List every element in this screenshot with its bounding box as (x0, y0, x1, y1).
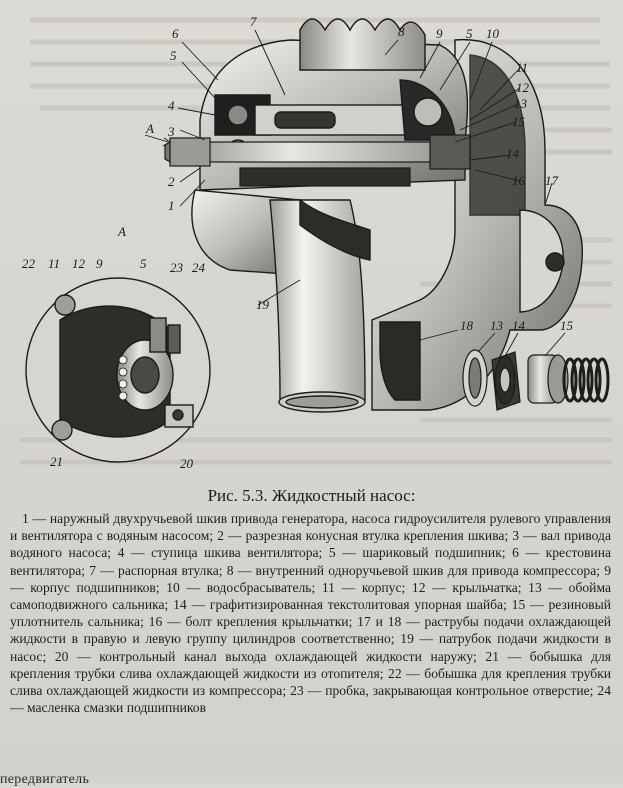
callout-6: 6 (172, 26, 179, 41)
pulley-assembly (199, 18, 469, 191)
detail-callout-22: 22 (22, 256, 36, 271)
callout-4: 4 (168, 98, 175, 113)
callout-16: 16 (512, 173, 526, 188)
inlet-pipe (191, 189, 371, 413)
figure-legend: 1 — наружный двухручьевой шкив привода г… (10, 510, 611, 716)
callout-5b: 5 (466, 26, 473, 41)
leader-lines (144, 29, 566, 357)
detail-view-a (25, 277, 211, 463)
callout-13b: 13 (490, 318, 504, 333)
detail-callout-12: 12 (72, 256, 86, 271)
detail-callout-11: 11 (48, 256, 60, 271)
view-a-label: A (117, 224, 126, 239)
callout-13: 13 (514, 96, 528, 111)
cutoff-line: передвигатель (0, 772, 90, 787)
callout-2: 2 (168, 174, 175, 189)
detail-callout-20: 20 (180, 456, 194, 470)
callout-15b: 15 (560, 318, 574, 333)
pump-illustration: 6 5 7 8 9 5 10 11 12 13 15 4 A 3 14 16 1… (20, 14, 612, 470)
callout-9: 9 (436, 26, 443, 41)
callout-12: 12 (516, 80, 530, 95)
detail-callout-23: 23 (170, 260, 184, 275)
detail-callout-9: 9 (96, 256, 103, 271)
detail-callout-24: 24 (192, 260, 206, 275)
callout-18: 18 (460, 318, 474, 333)
callout-17: 17 (545, 173, 559, 188)
callout-14b: 14 (512, 318, 526, 333)
callout-3: 3 (167, 124, 175, 139)
callout-8: 8 (398, 24, 405, 39)
callout-11: 11 (516, 60, 528, 75)
detail-callout-21: 21 (50, 454, 63, 469)
detail-callout-5: 5 (140, 256, 147, 271)
callout-14: 14 (506, 146, 520, 161)
callout-19: 19 (256, 297, 270, 312)
figure-caption-title: Рис. 5.3. Жидкостный насос: (207, 486, 416, 505)
seal-parts (462, 349, 610, 411)
pump-housing (371, 38, 583, 411)
callout-5: 5 (170, 48, 177, 63)
callout-10: 10 (486, 26, 500, 41)
callout-15: 15 (512, 114, 526, 129)
legend-text: 1 — наружный двухручьевой шкив привода г… (10, 511, 611, 716)
callout-7: 7 (250, 14, 257, 29)
pump-drawing: 6 5 7 8 9 5 10 11 12 13 15 4 A 3 14 16 1… (20, 14, 612, 470)
view-a-arrow-label: A (145, 121, 154, 136)
callout-1: 1 (168, 198, 175, 213)
drive-shaft (164, 134, 471, 187)
callout-labels: 6 5 7 8 9 5 10 11 12 13 15 4 A 3 14 16 1… (22, 14, 574, 470)
